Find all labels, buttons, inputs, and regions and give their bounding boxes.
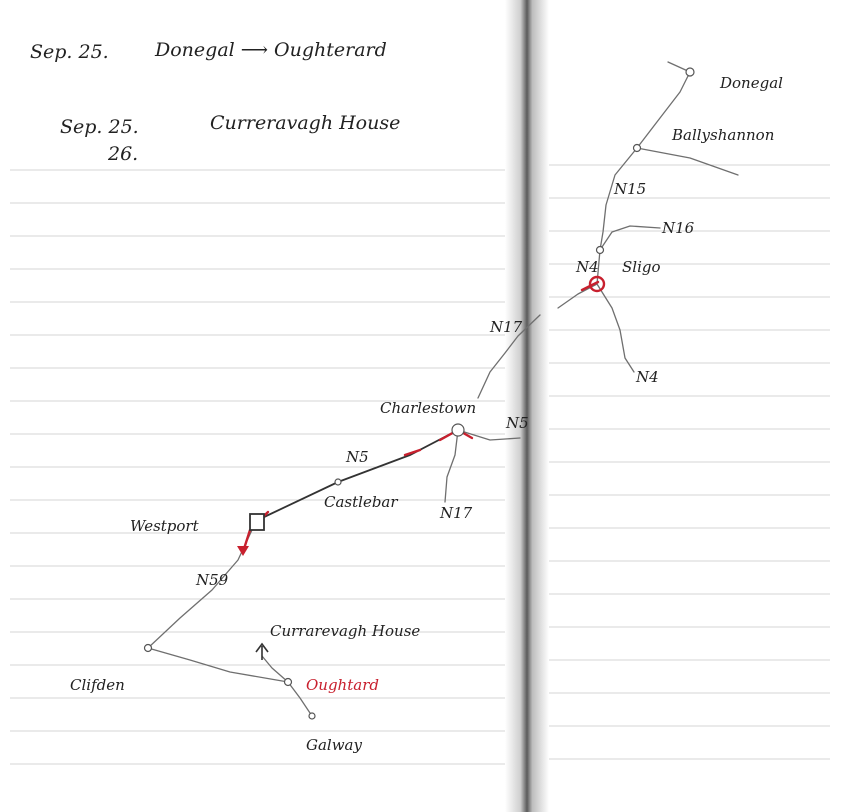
marker-oughterard	[283, 677, 293, 687]
road-n16	[599, 225, 661, 251]
label-charlestown: Charlestown	[380, 399, 476, 417]
label-n17-north: N17	[489, 318, 523, 336]
road-n17-north	[477, 314, 541, 399]
label-westport: Westport	[130, 517, 200, 535]
header-date-2b: 26.	[107, 143, 138, 165]
marker-castlebar	[334, 478, 342, 486]
marker-charlestown	[451, 423, 465, 437]
road-currarevagh-spur	[261, 655, 289, 683]
header-route: Donegal ⟶ Oughterard	[154, 39, 387, 61]
road-labels: N15 N16 N4 N4 N17 N17 N5 N5 N59	[195, 180, 695, 589]
label-galway: Galway	[306, 736, 363, 754]
label-n4-north: N4	[575, 258, 599, 276]
place-labels: Donegal Ballyshannon Sligo Charlestown C…	[70, 74, 783, 754]
up-arrow-icon	[255, 642, 269, 660]
label-n17-south: N17	[439, 504, 473, 522]
marker-donegal	[685, 67, 695, 77]
road-charlestown-n17-south	[444, 429, 459, 503]
label-ballyshannon: Ballyshannon	[671, 126, 774, 144]
label-donegal: Donegal	[719, 74, 783, 92]
marker-westport	[249, 513, 265, 531]
label-n4-south: N4	[635, 368, 659, 386]
label-n59: N59	[195, 571, 229, 589]
route-highlights	[237, 275, 606, 556]
road-ballyshannon-east	[636, 147, 739, 176]
road-n4-south	[596, 283, 635, 373]
header-stay: Curreravagh House	[210, 112, 400, 134]
label-n5-west: N5	[345, 448, 369, 466]
road-clifden-oughterard	[147, 647, 289, 683]
red-ring-sligo	[588, 275, 606, 293]
road-oughterard-galway	[287, 681, 313, 717]
label-sligo: Sligo	[622, 258, 661, 276]
road-donegal-ballyshannon	[636, 61, 691, 149]
red-mark-n5	[403, 448, 422, 457]
header-date-1: Sep. 25.	[30, 41, 109, 63]
label-oughterard: Oughtard	[306, 676, 379, 694]
notebook-spine	[505, 0, 549, 812]
label-n16: N16	[661, 219, 695, 237]
label-n15: N15	[613, 180, 646, 198]
marker-clifden	[143, 643, 153, 653]
road-n5-west	[261, 429, 459, 519]
marker-ballyshannon	[632, 143, 642, 153]
header-date-2a: Sep. 25.	[60, 116, 139, 138]
road-n15	[599, 147, 638, 251]
road-sligo-link	[596, 249, 601, 285]
marker-sligo-north	[595, 245, 605, 255]
label-currarevagh: Currarevagh House	[270, 622, 420, 640]
road-charlestown-n5-east	[457, 429, 521, 441]
marker-galway	[308, 712, 316, 720]
label-clifden: Clifden	[70, 676, 125, 694]
label-castlebar: Castlebar	[324, 493, 398, 511]
label-n5-east: N5	[505, 414, 529, 432]
road-n59	[147, 529, 253, 649]
roads	[147, 61, 739, 717]
ruled-lines	[10, 164, 830, 765]
town-markers	[143, 67, 695, 720]
red-arrow-head	[237, 546, 249, 556]
